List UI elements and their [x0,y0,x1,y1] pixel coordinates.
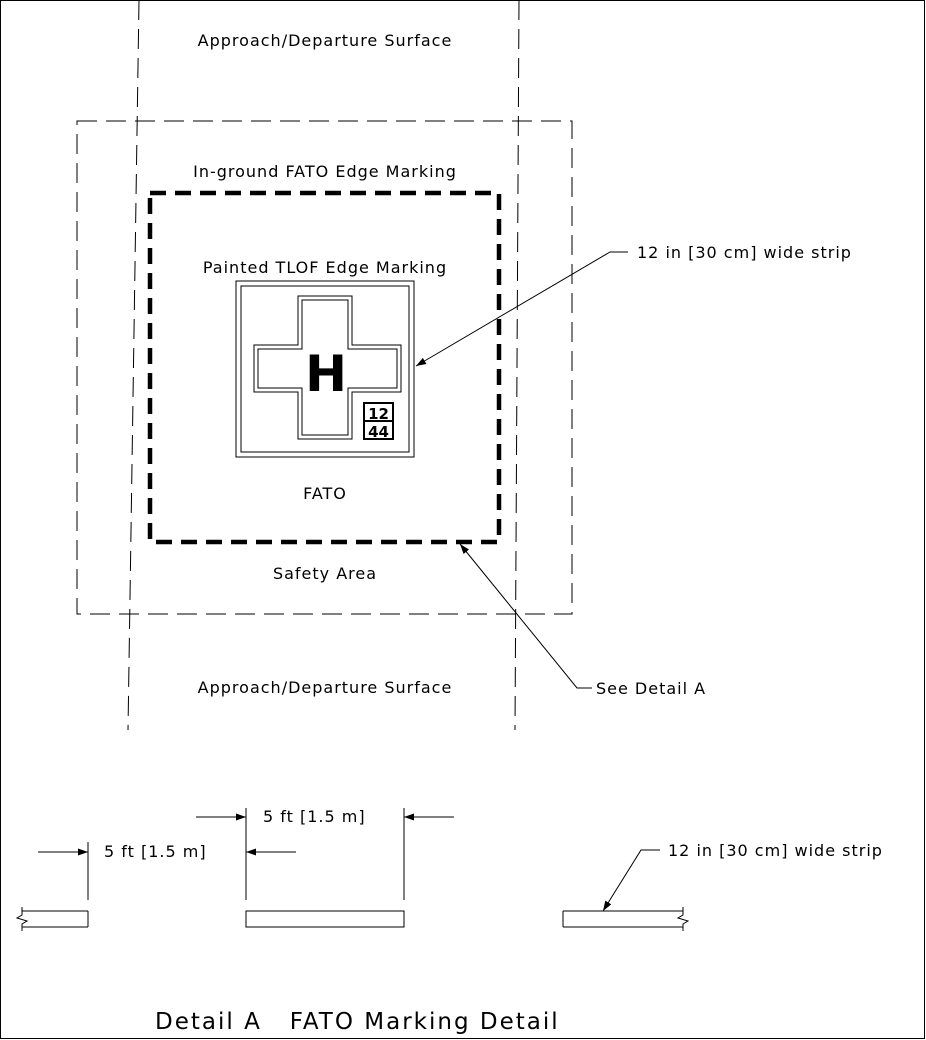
weight-limit-box: 12 44 [363,402,394,441]
strip-leader-plan [415,251,628,367]
h-marker: H [305,345,347,403]
detail-leader [459,543,592,689]
dimension-left-label: 5 ft [1.5 m] [104,842,207,861]
strip-segment-right [562,907,690,931]
detail-title: Detail A FATO Marking Detail [155,1009,560,1035]
safety-area-label: Safety Area [273,564,377,583]
fato-label: FATO [303,484,347,503]
strip-callout-detail: 12 in [30 cm] wide strip [668,841,883,860]
fato-edge-label: In-ground FATO Edge Marking [193,162,457,181]
approach-surface-lines [127,0,520,731]
tlof-edge-label: Painted TLOF Edge Marking [203,258,447,277]
cross-marking [253,295,402,440]
strip-leader-detail [602,849,660,912]
approach-surface-top-label: Approach/Departure Surface [198,31,453,50]
strip-segment-left [15,907,89,931]
tlof-edge-marking [235,280,415,458]
see-detail-callout: See Detail A [596,679,706,698]
dimension-right-label: 5 ft [1.5 m] [263,807,366,826]
weight-limit-top: 12 [368,405,389,423]
strip-segment-center [245,910,405,928]
weight-limit-bottom: 44 [368,423,389,441]
safety-area-outline [76,120,573,615]
strip-callout-plan: 12 in [30 cm] wide strip [637,243,852,262]
approach-surface-bottom-label: Approach/Departure Surface [198,678,453,697]
